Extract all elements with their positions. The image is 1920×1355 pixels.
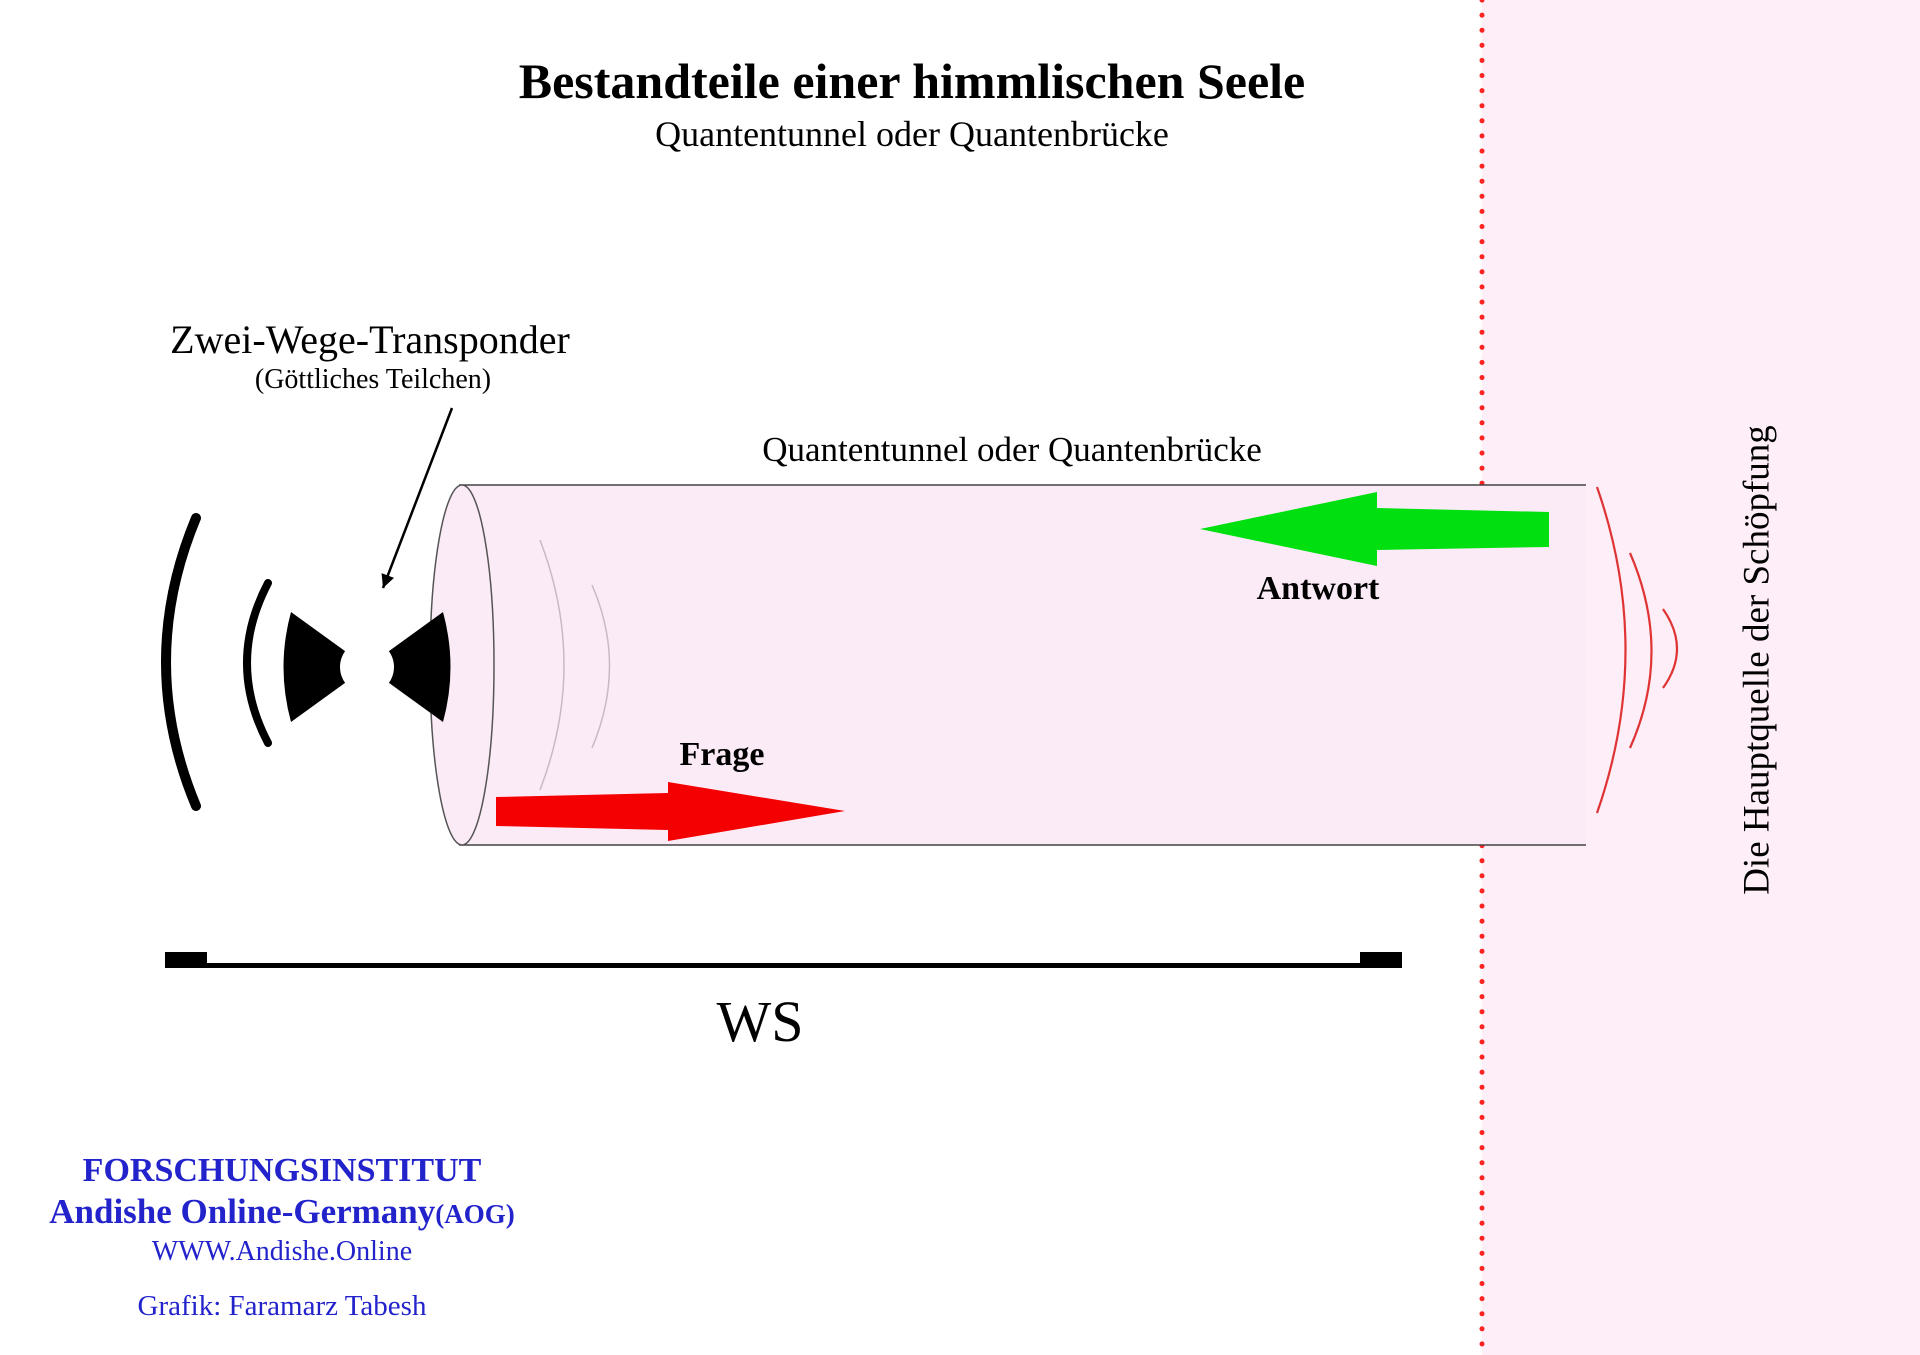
transponder-label: Zwei-Wege-Transponder xyxy=(170,317,570,362)
tunnel-inner-wave-2 xyxy=(591,584,611,749)
footer-website: WWW.Andishe.Online xyxy=(151,1236,413,1267)
source-vertical-label: Die Hauptquelle der Schöpfung xyxy=(1736,425,1778,895)
footer-institute: FORSCHUNGSINSTITUT xyxy=(82,1152,482,1189)
ws-scale-line xyxy=(165,952,1402,968)
footer-organization: Andishe Online-Germany(AOG) xyxy=(49,1192,515,1232)
page-title: Bestandteile einer himmlischen Seele xyxy=(518,53,1306,109)
pointer-arrow xyxy=(381,407,454,589)
ws-scale-label: WS xyxy=(716,989,804,1054)
signal-waves-left-icon xyxy=(161,513,272,811)
transponder-sublabel: (Göttliches Teilchen) xyxy=(254,364,492,395)
answer-arrow xyxy=(1200,492,1549,566)
transponder-icon xyxy=(283,612,451,722)
footer-organization-suffix: (AOG) xyxy=(435,1199,515,1229)
question-arrow-label: Frage xyxy=(679,736,765,773)
signal-waves-right-icon xyxy=(1595,486,1679,814)
tunnel-inner-wave-1 xyxy=(539,539,565,791)
tunnel-label: Quantentunnel oder Quantenbrücke xyxy=(762,430,1262,469)
page-subtitle: Quantentunnel oder Quantenbrücke xyxy=(655,114,1169,154)
footer-credit: Grafik: Faramarz Tabesh xyxy=(137,1290,427,1322)
answer-arrow-label: Antwort xyxy=(1256,570,1380,607)
question-arrow xyxy=(496,782,845,841)
footer-organization-name: Andishe Online-Germany xyxy=(49,1192,436,1231)
